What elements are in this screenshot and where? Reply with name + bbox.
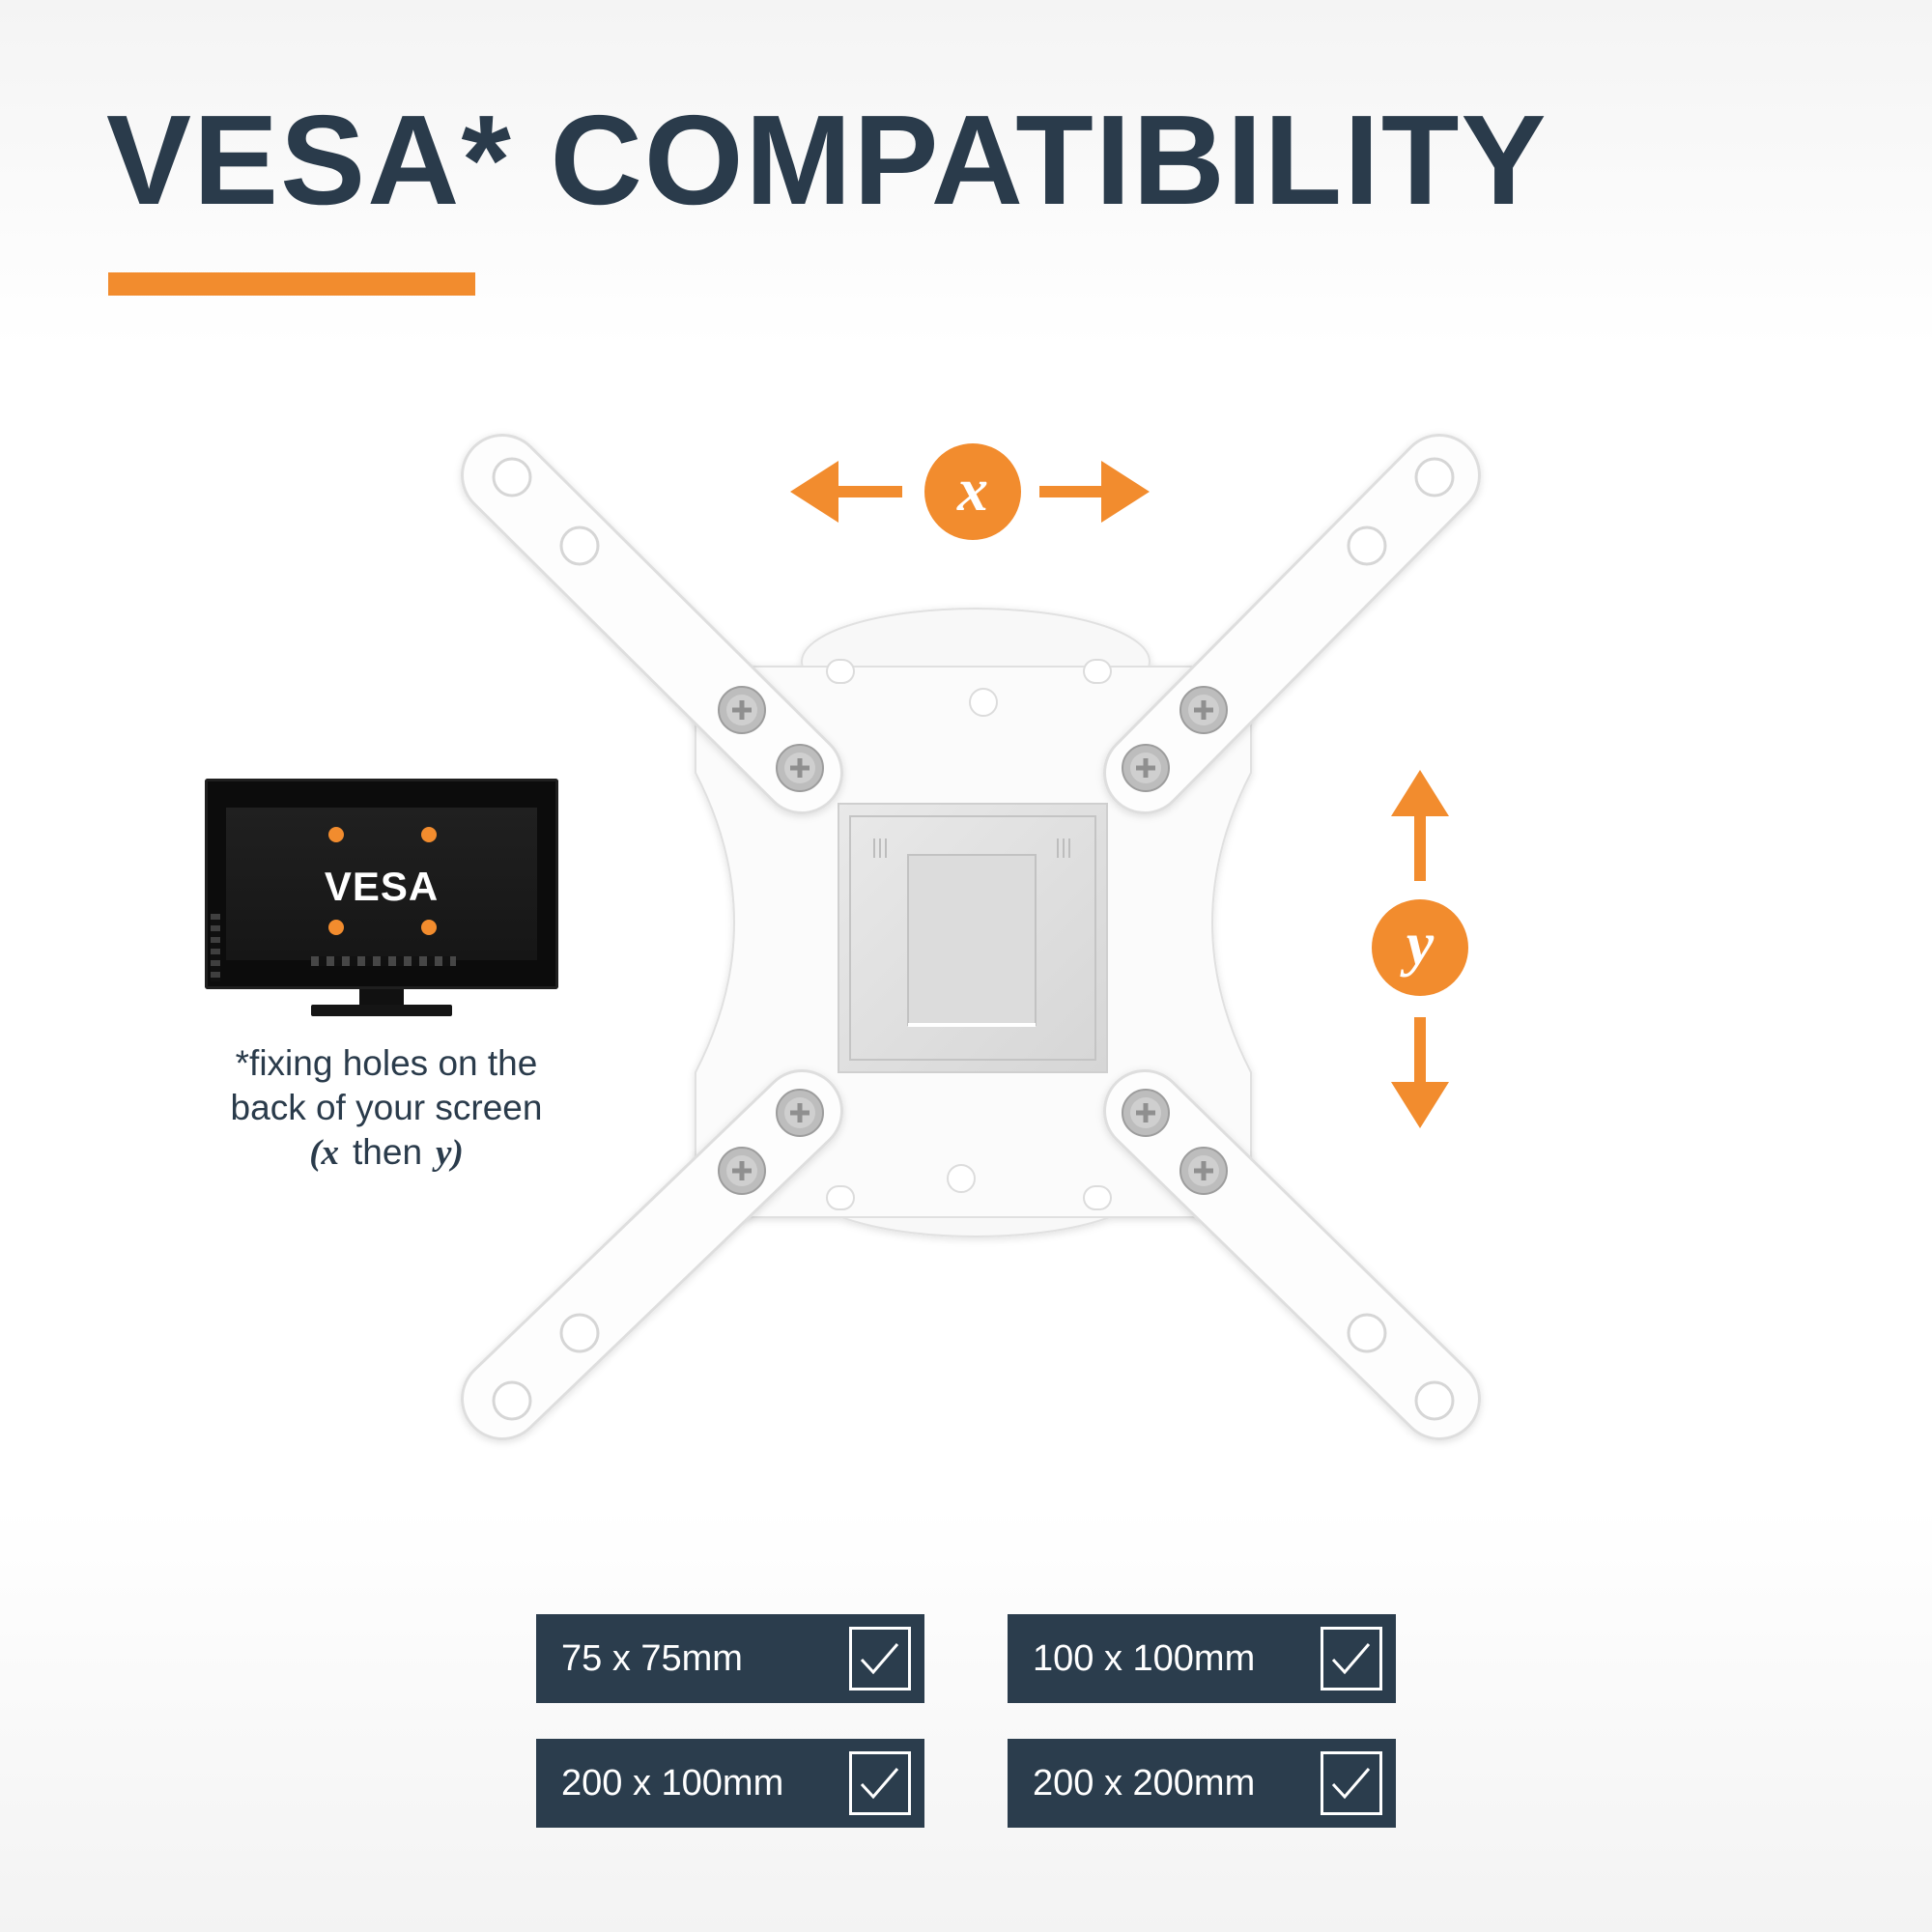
page-title: VESA* COMPATIBILITY (106, 89, 1548, 231)
tv-ports (311, 956, 456, 966)
mount-arm-holes (492, 457, 1455, 1421)
vesa-hole-dot (328, 920, 344, 935)
tv-back-illustration: VESA (205, 779, 558, 1016)
caption-paren-close: ) (451, 1133, 464, 1173)
size-label: 200 x 200mm (1033, 1763, 1256, 1804)
vesa-hole-dot (421, 920, 437, 935)
caption-y: y (436, 1133, 452, 1173)
tv-back-panel (226, 808, 537, 960)
tv-stand-base (311, 1005, 452, 1016)
size-label: 100 x 100mm (1033, 1638, 1256, 1679)
size-badge-200x200: 200 x 200mm (1008, 1739, 1396, 1828)
size-badge-100x100: 100 x 100mm (1008, 1614, 1396, 1703)
y-axis-indicator: y (1372, 770, 1468, 1128)
checkbox-checked-icon (849, 1627, 911, 1690)
size-badge-200x100: 200 x 100mm (536, 1739, 924, 1828)
caption-x: x (321, 1133, 340, 1173)
size-badge-75x75: 75 x 75mm (536, 1614, 924, 1703)
arrow-up-icon (1391, 770, 1449, 881)
vesa-caption: *fixing holes on the back of your screen… (184, 1041, 589, 1176)
tv-side-ports (211, 914, 220, 981)
tv-frame: VESA (205, 779, 558, 989)
vesa-hole-dot (421, 827, 437, 842)
x-axis-badge (924, 443, 1021, 540)
title-underline (108, 272, 475, 296)
y-axis-badge (1372, 899, 1468, 996)
caption-then: then (353, 1132, 423, 1172)
arrow-right-icon (1039, 461, 1150, 523)
size-label: 200 x 100mm (561, 1763, 784, 1804)
mount-screws (718, 686, 1228, 1195)
mount-plate-holes (826, 659, 1112, 1210)
checkbox-checked-icon (1321, 1751, 1382, 1815)
arrow-left-icon (790, 461, 902, 523)
mount-bracket-box (838, 803, 1108, 1073)
x-axis-indicator: x (790, 443, 1150, 540)
tv-vesa-label: VESA (324, 864, 440, 909)
caption-line-1: *fixing holes on the (235, 1043, 538, 1083)
arrow-down-icon (1391, 1017, 1449, 1128)
checkbox-checked-icon (1321, 1627, 1382, 1690)
checkbox-checked-icon (849, 1751, 911, 1815)
x-axis-label: x (956, 455, 988, 524)
tv-stand-neck (359, 989, 404, 1009)
caption-line-2: back of your screen (230, 1088, 543, 1127)
caption-paren-open: ( (309, 1133, 322, 1173)
size-label: 75 x 75mm (561, 1638, 743, 1679)
vesa-hole-dot (328, 827, 344, 842)
